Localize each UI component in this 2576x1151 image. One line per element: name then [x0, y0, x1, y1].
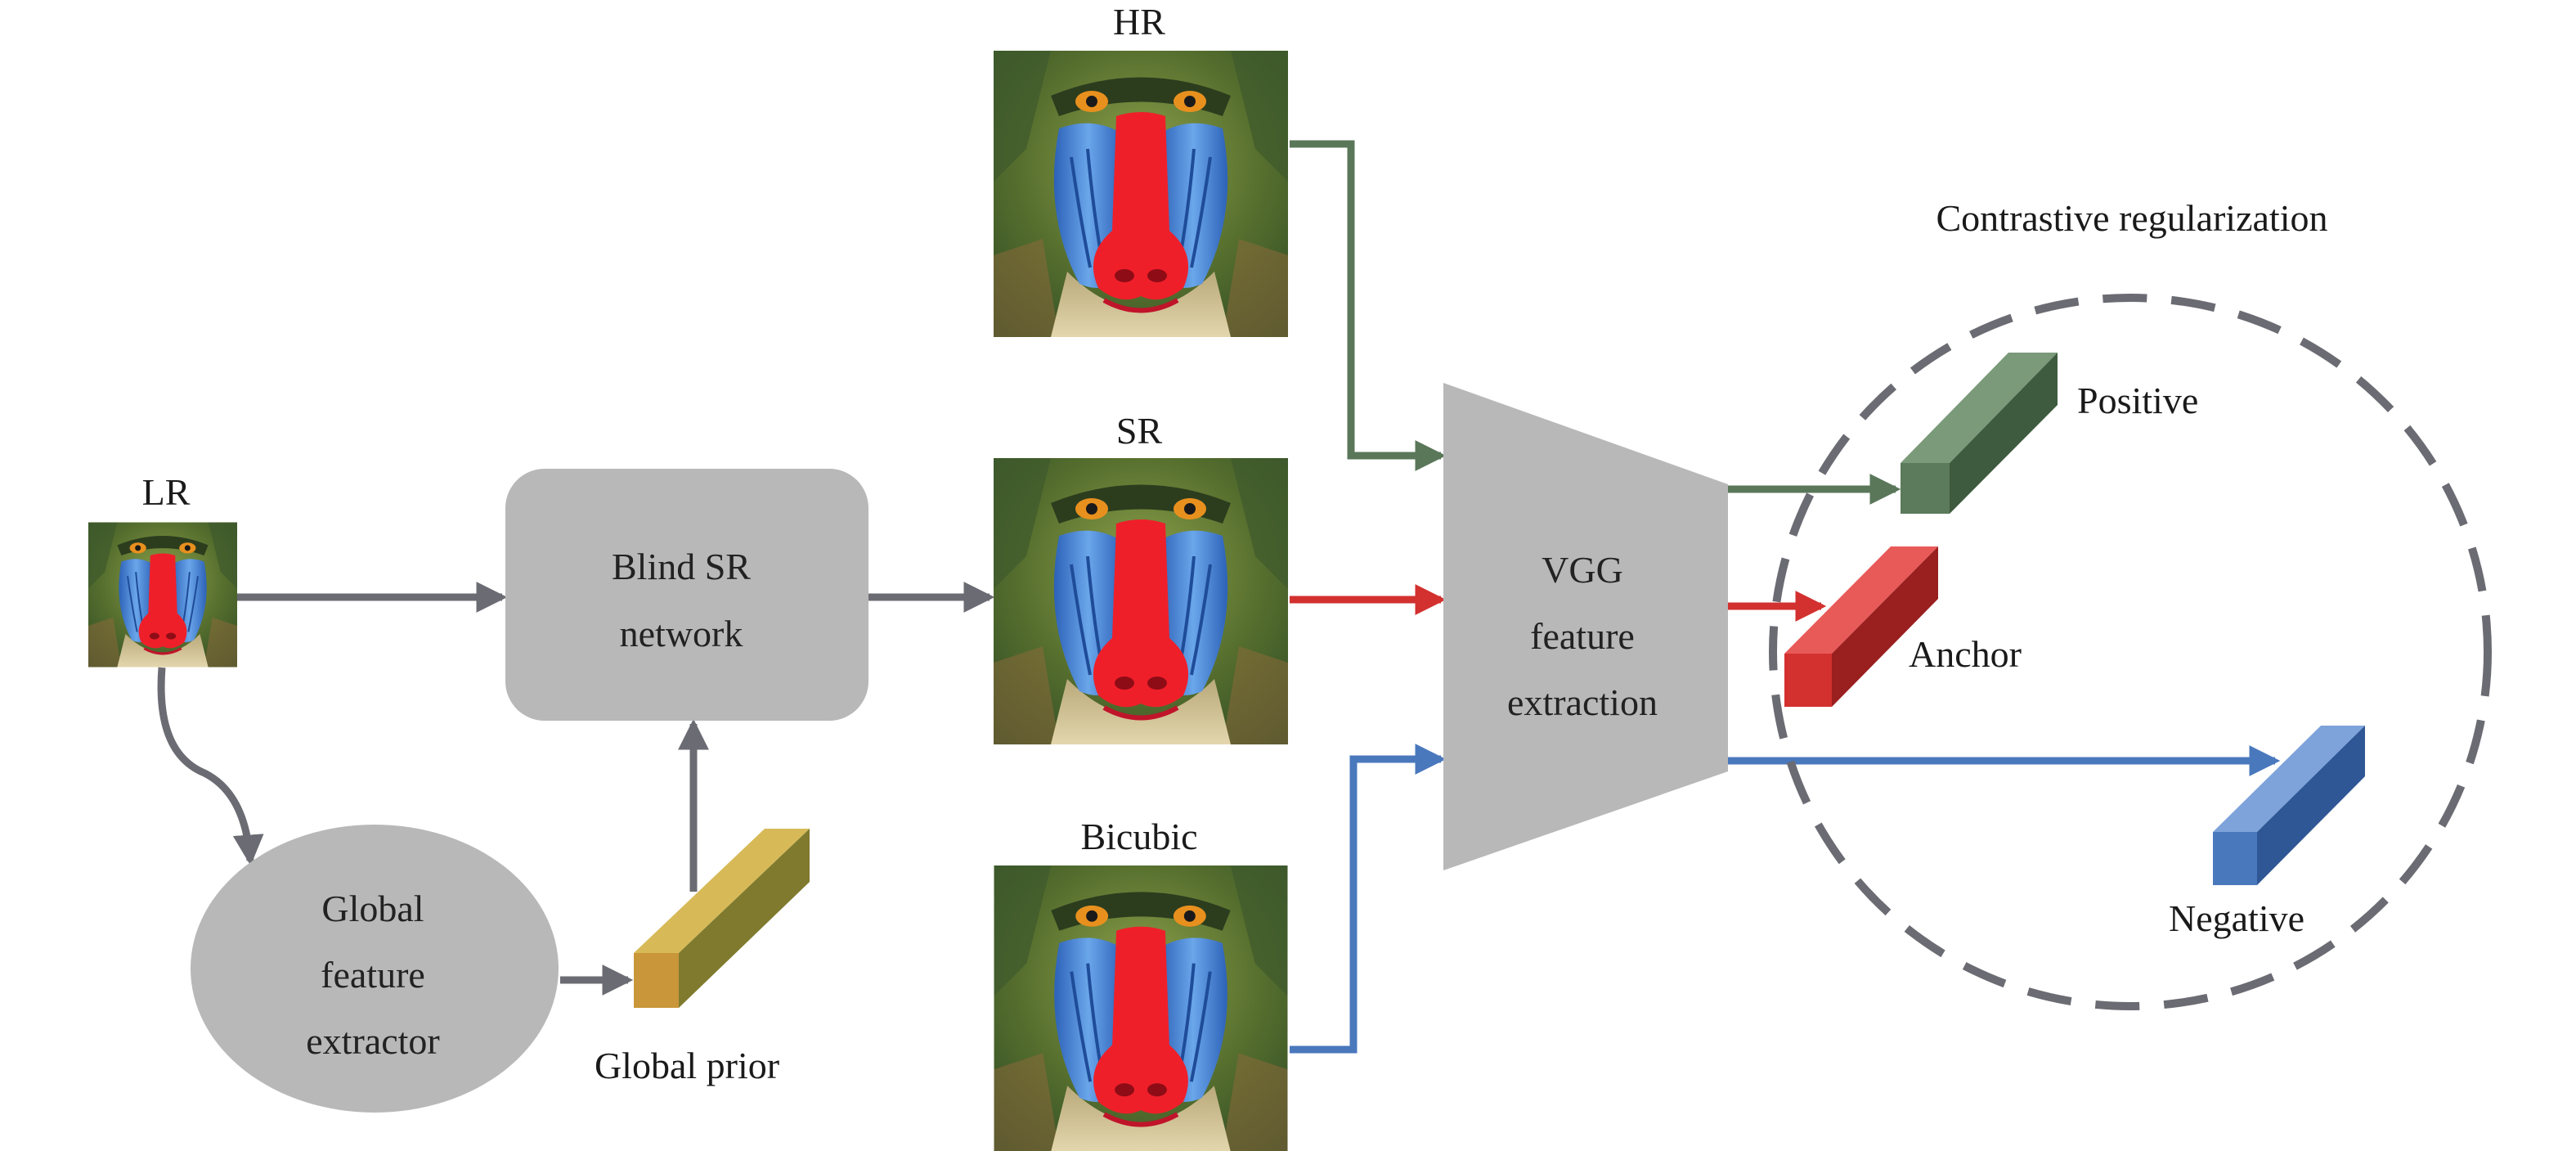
global-prior-front-face	[634, 953, 679, 1008]
vgg-trapezoid	[1443, 383, 1728, 870]
vgg-line1: VGG	[1542, 549, 1623, 591]
blind-sr-line1: Blind SR	[612, 546, 751, 587]
lr-to-extractor-arrow	[157, 667, 264, 866]
bicubic-to-vgg-arrow	[1290, 744, 1447, 1054]
negative-block: Negative	[2169, 726, 2365, 939]
vgg-line2: feature	[1530, 615, 1635, 657]
lr-image	[88, 522, 237, 668]
bicubic-image-group: Bicubic	[994, 816, 1288, 1151]
lr-label: LR	[142, 471, 191, 513]
blind-sr-line2: network	[620, 613, 743, 654]
gray-connectors	[157, 582, 995, 996]
hr-to-vgg-arrow	[1290, 140, 1447, 471]
global-prior-block: Global prior	[595, 829, 810, 1086]
sr-label: SR	[1116, 410, 1163, 452]
global-prior-label: Global prior	[595, 1045, 779, 1086]
sr-image-group: SR	[994, 410, 1288, 744]
vgg-input-connectors	[1290, 140, 1447, 1054]
anchor-label: Anchor	[1909, 633, 2022, 675]
positive-top-face	[1901, 353, 2058, 463]
global-extractor-ellipse	[191, 825, 559, 1113]
global-extractor-line1: Global	[321, 888, 424, 929]
contrastive-title: Contrastive regularization	[1936, 197, 2327, 239]
blind-sr-box	[505, 469, 868, 721]
global-feature-extractor: Global feature extractor	[191, 825, 559, 1113]
anchor-block: Anchor	[1784, 546, 2022, 707]
global-prior-top-face	[634, 829, 810, 953]
positive-label: Positive	[2077, 380, 2198, 421]
blind-sr-network: Blind SR network	[505, 469, 868, 721]
negative-top-face	[2213, 726, 2365, 832]
sr-image	[994, 458, 1288, 744]
anchor-side-face	[1832, 546, 1938, 707]
hr-label: HR	[1113, 1, 1165, 43]
lr-image-group: LR	[88, 471, 237, 668]
negative-front-face	[2213, 832, 2257, 885]
global-extractor-line2: feature	[321, 954, 425, 996]
positive-block: Positive	[1901, 353, 2198, 514]
negative-side-face	[2257, 726, 2365, 885]
anchor-top-face	[1784, 546, 1938, 654]
anchor-front-face	[1784, 654, 1832, 707]
negative-label: Negative	[2169, 897, 2304, 939]
contrastive-region: Contrastive regularization	[1769, 197, 2492, 1010]
bicubic-image	[994, 865, 1288, 1151]
contrastive-dashed-circle	[1769, 294, 2492, 1010]
global-extractor-line3: extractor	[306, 1020, 439, 1062]
positive-front-face	[1901, 463, 1950, 514]
global-prior-side-face	[679, 829, 810, 1008]
hr-image	[994, 51, 1288, 337]
vgg-output-connectors	[1728, 474, 2281, 776]
hr-image-group: HR	[994, 1, 1288, 337]
vgg-line3: extraction	[1507, 681, 1658, 723]
bicubic-label: Bicubic	[1080, 816, 1197, 857]
vgg-feature-extraction: VGG feature extraction	[1443, 383, 1728, 870]
positive-side-face	[1950, 353, 2058, 514]
